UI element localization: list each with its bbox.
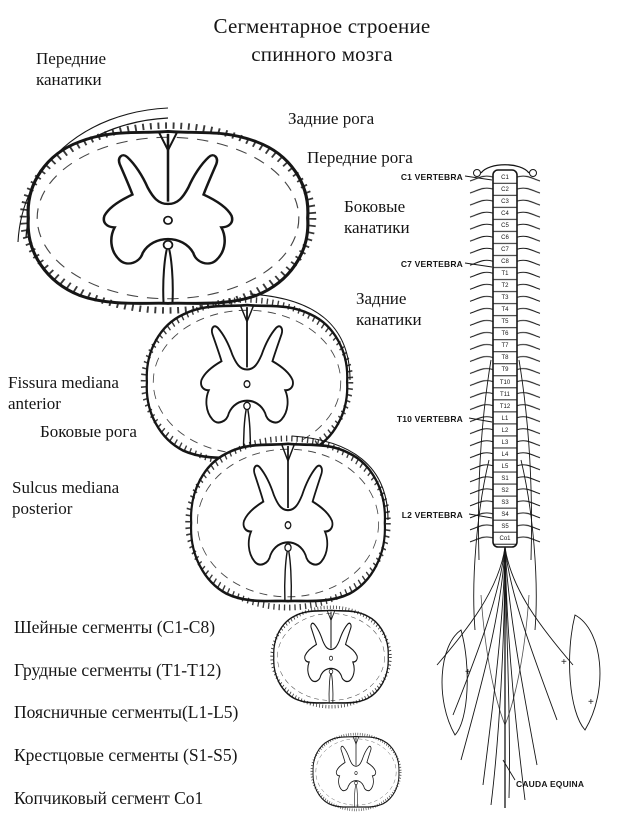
pelvic-bones — [441, 614, 601, 736]
cross-section-lumbar — [188, 435, 389, 608]
cross-section-cervical — [17, 107, 313, 310]
spine-segment-label: T10 — [499, 379, 511, 386]
spine-segment-label: T5 — [501, 319, 509, 326]
spine-segment-label: L2 — [501, 427, 509, 434]
spine-segment-label: C4 — [501, 211, 509, 218]
spine-segment-label: Co1 — [499, 535, 511, 542]
label-lateral-horns: Боковые рога — [40, 422, 137, 441]
label-lateral-funiculi: Боковые канатики — [344, 197, 410, 238]
spine-segment-label: S1 — [501, 475, 509, 482]
label-posterior-horns: Задние рога — [288, 109, 375, 128]
spine-segment-label: S5 — [501, 523, 509, 530]
spine-segment-label: C1 — [501, 175, 509, 181]
label-sulcus-mediana-posterior: Sulcus mediana posterior — [12, 478, 120, 519]
svg-text:+: + — [465, 667, 471, 678]
label-t10-vertebra: T10 VERTEBRA — [396, 414, 463, 424]
spine-segment-label: C3 — [501, 199, 509, 206]
atlas-vertebra — [473, 164, 537, 177]
cauda-equina-fan — [436, 546, 574, 808]
spine-segment-label: T6 — [501, 331, 509, 338]
spine-segment-label: T2 — [501, 283, 509, 290]
label-anterior-funiculi: Передние канатики — [36, 49, 107, 90]
spine-segment-label: T8 — [501, 355, 509, 362]
spine-segment-label: T4 — [501, 307, 509, 314]
spine-segment-label: T11 — [500, 391, 510, 398]
svg-text:+: + — [588, 697, 594, 708]
svg-text:+: + — [561, 657, 567, 668]
label-c1-vertebra: C1 VERTEBRA — [400, 172, 463, 182]
spine-segment-label: L5 — [501, 463, 509, 470]
spine-segment-label: C2 — [501, 187, 509, 194]
label-l2-vertebra: L2 VERTEBRA — [401, 510, 463, 520]
label-cauda-equina: CAUDA EQUINA — [516, 779, 585, 789]
spine-segment-label: C7 — [501, 247, 509, 254]
pelvic-plus-marks: + + + — [465, 657, 594, 708]
cross-section-sacral — [269, 605, 393, 709]
spine-segment-label: C5 — [501, 223, 509, 230]
spine-segment-label: T1 — [501, 271, 509, 278]
label-posterior-funiculi: Задние канатики — [356, 289, 422, 330]
page-title-line2: спинного мозга — [251, 42, 393, 67]
label-c7-vertebra: C7 VERTEBRA — [400, 259, 463, 269]
label-fissura-mediana-anterior: Fissura mediana anterior — [8, 373, 119, 414]
spine-segment-label: T12 — [499, 403, 511, 410]
spinal-column-art: + + + — [436, 164, 601, 808]
cross-section-thoracic — [143, 293, 350, 464]
spine-segment-label: S2 — [501, 487, 509, 494]
spine-segment-label: L3 — [501, 439, 509, 446]
spine-segment-label: C6 — [501, 235, 509, 242]
cross-section-coccygeal — [310, 732, 402, 812]
spine-segment-label: T9 — [501, 367, 509, 374]
spine-segment-label: L1 — [501, 415, 509, 422]
page-title: Сегментарное строение спинного мозга — [172, 12, 472, 69]
descending-nerve-roots — [473, 359, 537, 631]
page-title-line1: Сегментарное строение — [213, 14, 431, 38]
spine-segment-label: C8 — [501, 259, 509, 266]
label-anterior-horns: Передние рога — [307, 148, 413, 167]
spine-segment-label: S3 — [501, 499, 509, 506]
spine-segment-label: S4 — [501, 511, 509, 518]
spine-segment-label: T7 — [501, 343, 509, 350]
spine-segment-label: L4 — [501, 451, 509, 458]
spine-segment-label: T3 — [501, 295, 509, 302]
